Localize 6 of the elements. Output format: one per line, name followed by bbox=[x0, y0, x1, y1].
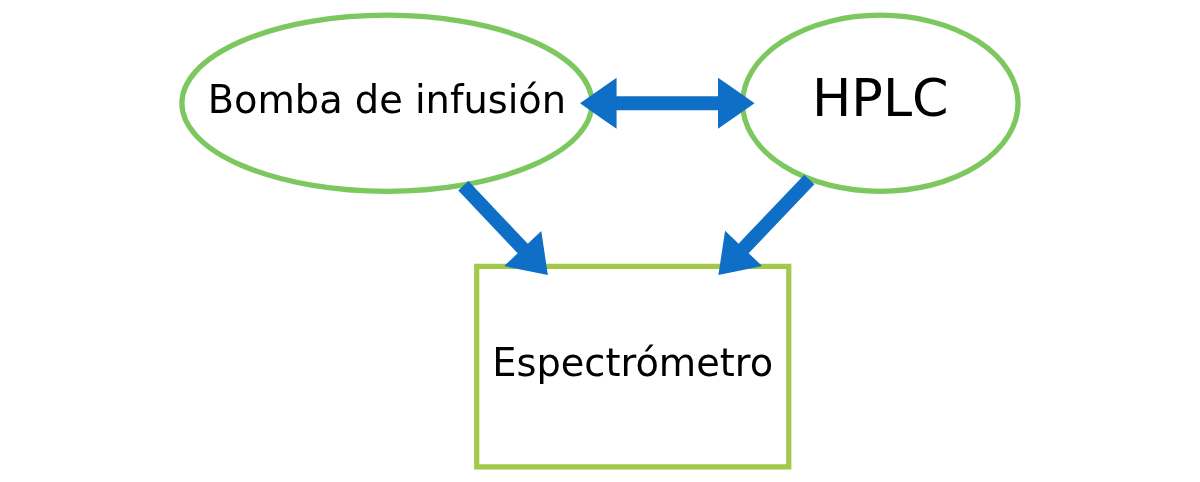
arrow bbox=[718, 174, 815, 275]
node-box: Espectrómetro bbox=[474, 263, 792, 470]
arrow bbox=[580, 77, 755, 129]
node-ellipse: HPLC bbox=[739, 12, 1021, 194]
arrow bbox=[458, 181, 548, 276]
node-ellipse: Bomba de infusión bbox=[179, 12, 595, 194]
